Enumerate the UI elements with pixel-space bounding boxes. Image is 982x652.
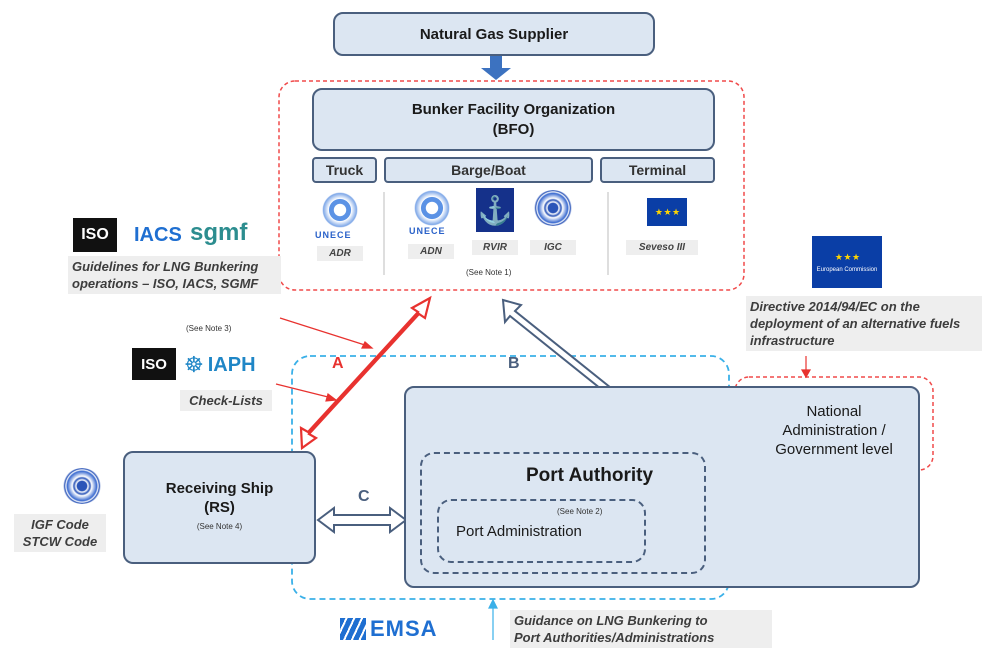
arrow-c-label: C (358, 488, 370, 505)
port-administration-label: Port Administration (456, 523, 582, 540)
checklists-text: Check-Lists (180, 390, 272, 411)
bfo-abbreviation: (BFO) (492, 120, 535, 138)
lng-guidelines-text: Guidelines for LNG Bunkering operations … (68, 256, 281, 294)
bfo-title: Bunker Facility Organization (411, 100, 616, 118)
igc-label: IGC (530, 240, 576, 255)
imo-emblem-icon (533, 190, 573, 226)
port-authority-outer-box (404, 386, 920, 588)
unece-label-truck: UNECE (315, 230, 352, 240)
arrow-a (299, 295, 432, 451)
port-authority-inner-region (420, 452, 706, 574)
receiving-ship-title: Receiving Ship (165, 480, 274, 497)
iaph-logo: ☸ IAPH (184, 352, 256, 377)
supplier-label: Natural Gas Supplier (419, 25, 569, 43)
iso-logo: ISO (73, 218, 117, 252)
tab-barge-boat: Barge/Boat (384, 157, 593, 183)
tab-terminal: Terminal (600, 157, 715, 183)
port-authority-label: Port Authority (526, 465, 654, 486)
ship-wheel-icon: ☸ (184, 352, 204, 377)
see-note-1: (See Note 1) (466, 268, 512, 277)
igf-stcw-codes: IGF Code STCW Code (14, 514, 106, 552)
un-emblem-icon (412, 190, 452, 226)
rvir-anchor-icon: ⚓ (476, 188, 514, 232)
imo-emblem-icon (62, 468, 102, 504)
rvir-label: RVIR (472, 240, 518, 255)
tab-truck: Truck (312, 157, 377, 183)
european-commission-logo-icon: ★ ★ ★ European Commission (812, 236, 882, 288)
bfo-regulation-region (278, 80, 745, 291)
arrow-c (316, 506, 408, 534)
adr-label: ADR (317, 246, 363, 261)
unece-label-barge: UNECE (409, 226, 446, 236)
national-region (734, 376, 934, 471)
natural-gas-supplier-box: Natural Gas Supplier (333, 12, 655, 56)
supplier-arrow (481, 56, 511, 80)
emsa-logo: EMSA (340, 616, 438, 642)
receiving-ship-box: Receiving Ship (RS) (See Note 4) (123, 451, 316, 564)
emsa-guidance-text: Guidance on LNG Bunkering to Port Author… (510, 610, 772, 648)
emsa-pointer-arrow (488, 598, 498, 640)
bfo-box: Bunker Facility Organization (BFO) (312, 88, 715, 151)
see-note-4: (See Note 4) (196, 522, 243, 531)
emsa-stripes-icon (340, 618, 366, 640)
national-administration-label: National Administration / Government lev… (775, 402, 893, 458)
un-emblem-icon (320, 192, 360, 228)
guideline-pointer-arrows (275, 317, 374, 402)
european-commission-flag-icon: ★ ★ ★ (647, 198, 687, 226)
iso-logo-checklist: ISO (132, 348, 176, 380)
sgmf-logo: sgmf (190, 219, 248, 246)
arrow-b-label: B (508, 355, 520, 372)
arrow-a-label: A (332, 355, 344, 372)
port-administration-region (437, 499, 646, 563)
iacs-logo: IACS (134, 224, 182, 246)
seveso-label: Seveso III (626, 240, 698, 255)
see-note-3: (See Note 3) (186, 324, 232, 333)
receiving-ship-abbreviation: (RS) (204, 499, 235, 516)
adn-label: ADN (408, 244, 454, 259)
directive-text: Directive 2014/94/EC on the deployment o… (746, 296, 982, 351)
directive-pointer-arrow (800, 356, 812, 379)
see-note-2: (See Note 2) (557, 507, 603, 516)
